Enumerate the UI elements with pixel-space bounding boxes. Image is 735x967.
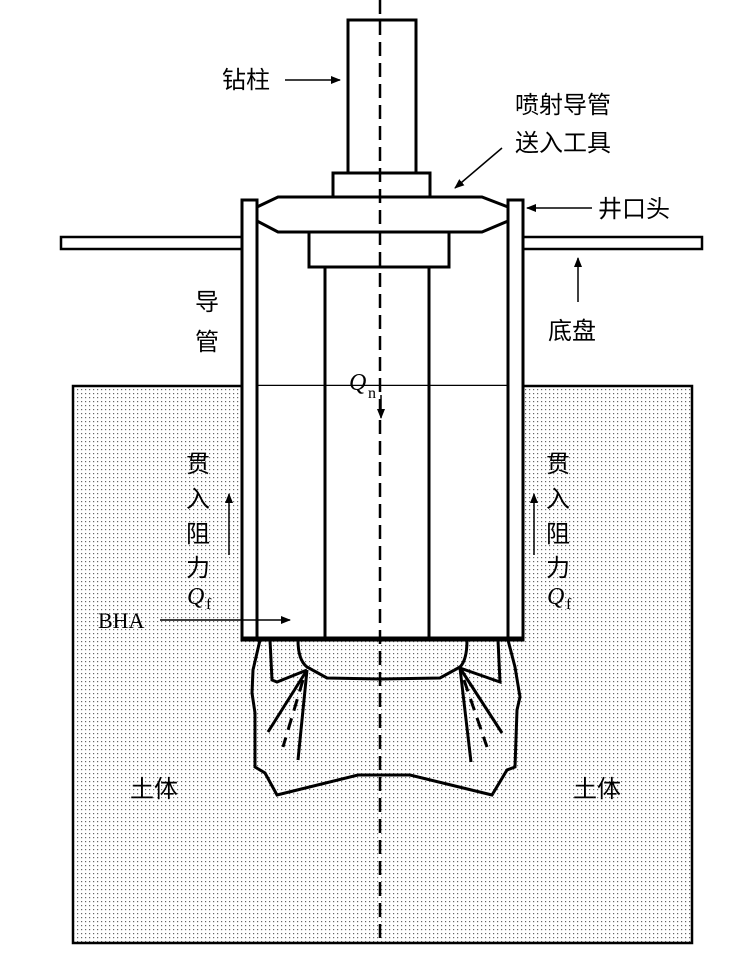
label-soil-right: 土体 <box>573 775 621 803</box>
sub: f <box>206 596 212 613</box>
label-mudmat: 底盘 <box>548 317 596 345</box>
jet-streams-left <box>266 669 309 761</box>
char: 贯 <box>186 450 210 478</box>
label-resistance-right: 贯 入 阻 力 Q f <box>530 450 572 613</box>
jetting-cavity <box>250 638 522 797</box>
conductor-wall-left <box>240 198 259 642</box>
label-conductor-2: 管 <box>195 328 219 356</box>
label-drill-string: 钻柱 <box>222 66 270 94</box>
label-bha: BHA <box>98 608 145 633</box>
sub: f <box>566 596 572 613</box>
mudmat-left <box>59 235 244 251</box>
running-tool-top <box>331 171 432 199</box>
label-flow-sub: n <box>368 385 376 402</box>
char: 阻 <box>186 520 210 548</box>
cavity-left-lobe <box>268 639 308 684</box>
label-flow-q: Q <box>349 370 366 396</box>
q: Q <box>547 584 564 610</box>
conductor-wall-right <box>506 198 525 642</box>
cavity-right-lobe <box>459 639 502 685</box>
char: 力 <box>546 554 570 582</box>
q: Q <box>187 584 204 610</box>
char: 贯 <box>546 450 570 478</box>
char: 入 <box>186 485 210 513</box>
mudmat-right <box>521 235 704 251</box>
jet-streams-right <box>458 667 504 763</box>
char: 阻 <box>546 520 570 548</box>
running-tool-hub <box>255 195 510 234</box>
char: 力 <box>186 554 210 582</box>
label-resistance-left: 贯 入 阻 力 Q f <box>186 450 233 613</box>
label-running-tool-2: 送入工具 <box>515 129 611 157</box>
label-running-tool-1: 喷射导管 <box>515 91 611 119</box>
label-soil-left: 土体 <box>130 775 178 803</box>
label-conductor-1: 导 <box>195 288 219 316</box>
label-wellhead: 井口头 <box>598 195 670 223</box>
drill-string <box>346 18 418 175</box>
char: 入 <box>546 485 570 513</box>
